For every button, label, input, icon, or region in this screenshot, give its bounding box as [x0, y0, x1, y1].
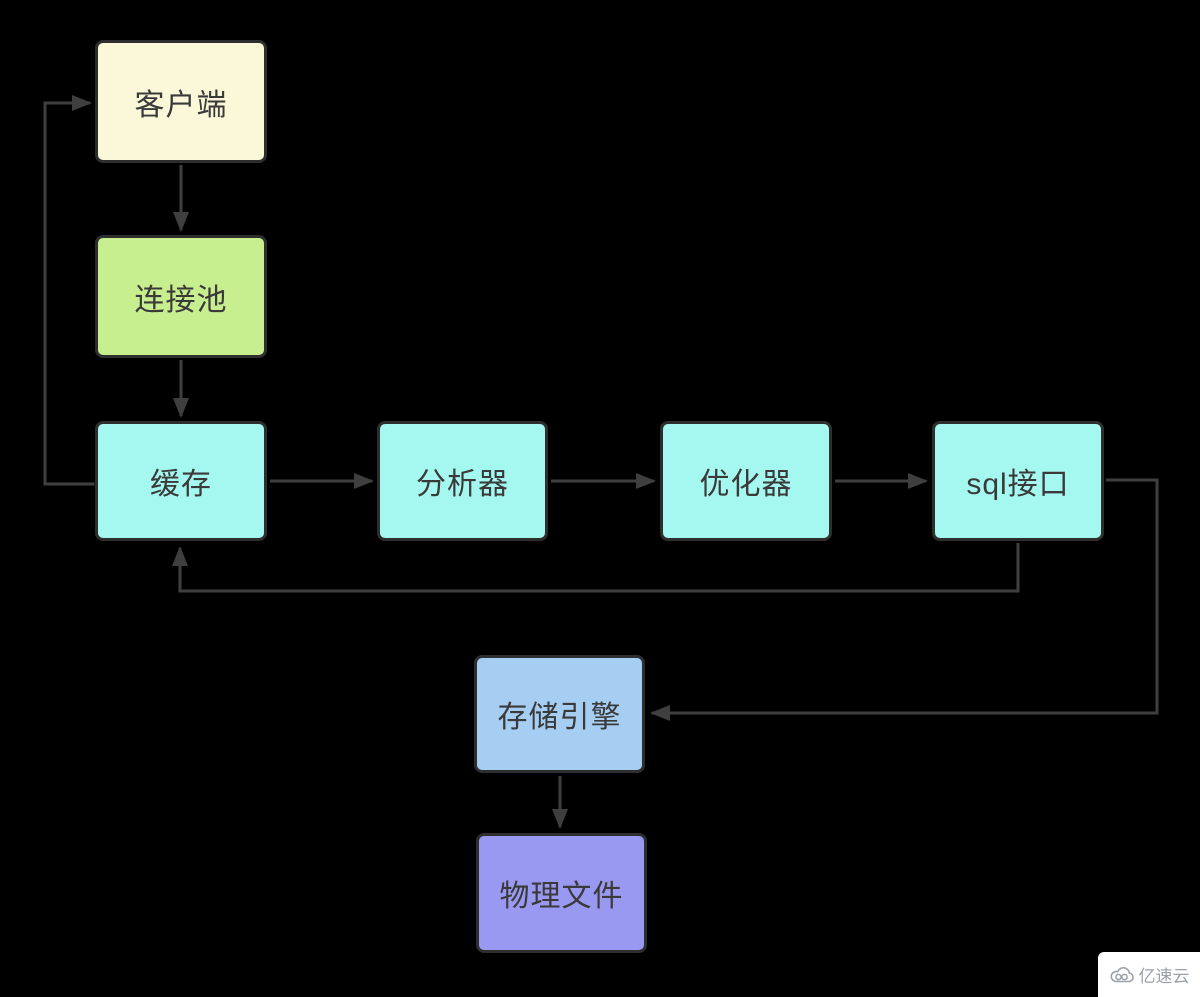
node-analyzer: 分析器 [377, 421, 548, 541]
node-connection-pool: 连接池 [95, 235, 267, 358]
node-sql-interface: sql接口 [932, 421, 1104, 541]
node-storage-engine: 存储引擎 [474, 655, 645, 773]
node-cache: 缓存 [95, 421, 267, 541]
edge-sql-interface-to-cache [172, 543, 1020, 593]
node-storage-engine-label: 存储引擎 [497, 701, 622, 734]
node-analyzer-label: 分析器 [416, 468, 509, 501]
node-client-label: 客户端 [134, 88, 228, 122]
node-physical-file-label: 物理文件 [499, 880, 624, 913]
node-physical-file: 物理文件 [476, 833, 647, 953]
edge-cache-to-client [43, 95, 96, 486]
node-sql-interface-label: sql接口 [966, 468, 1070, 501]
node-optimizer: 优化器 [660, 421, 832, 541]
node-connection-pool-label: 连接池 [134, 283, 228, 317]
cloud-logo-icon [1110, 966, 1134, 982]
node-cache-label: 缓存 [150, 468, 212, 501]
watermark-brand-text: 亿速云 [1138, 967, 1190, 986]
node-client: 客户端 [95, 40, 267, 163]
watermark: 亿速云 [1098, 952, 1200, 997]
node-optimizer-label: 优化器 [699, 468, 793, 501]
